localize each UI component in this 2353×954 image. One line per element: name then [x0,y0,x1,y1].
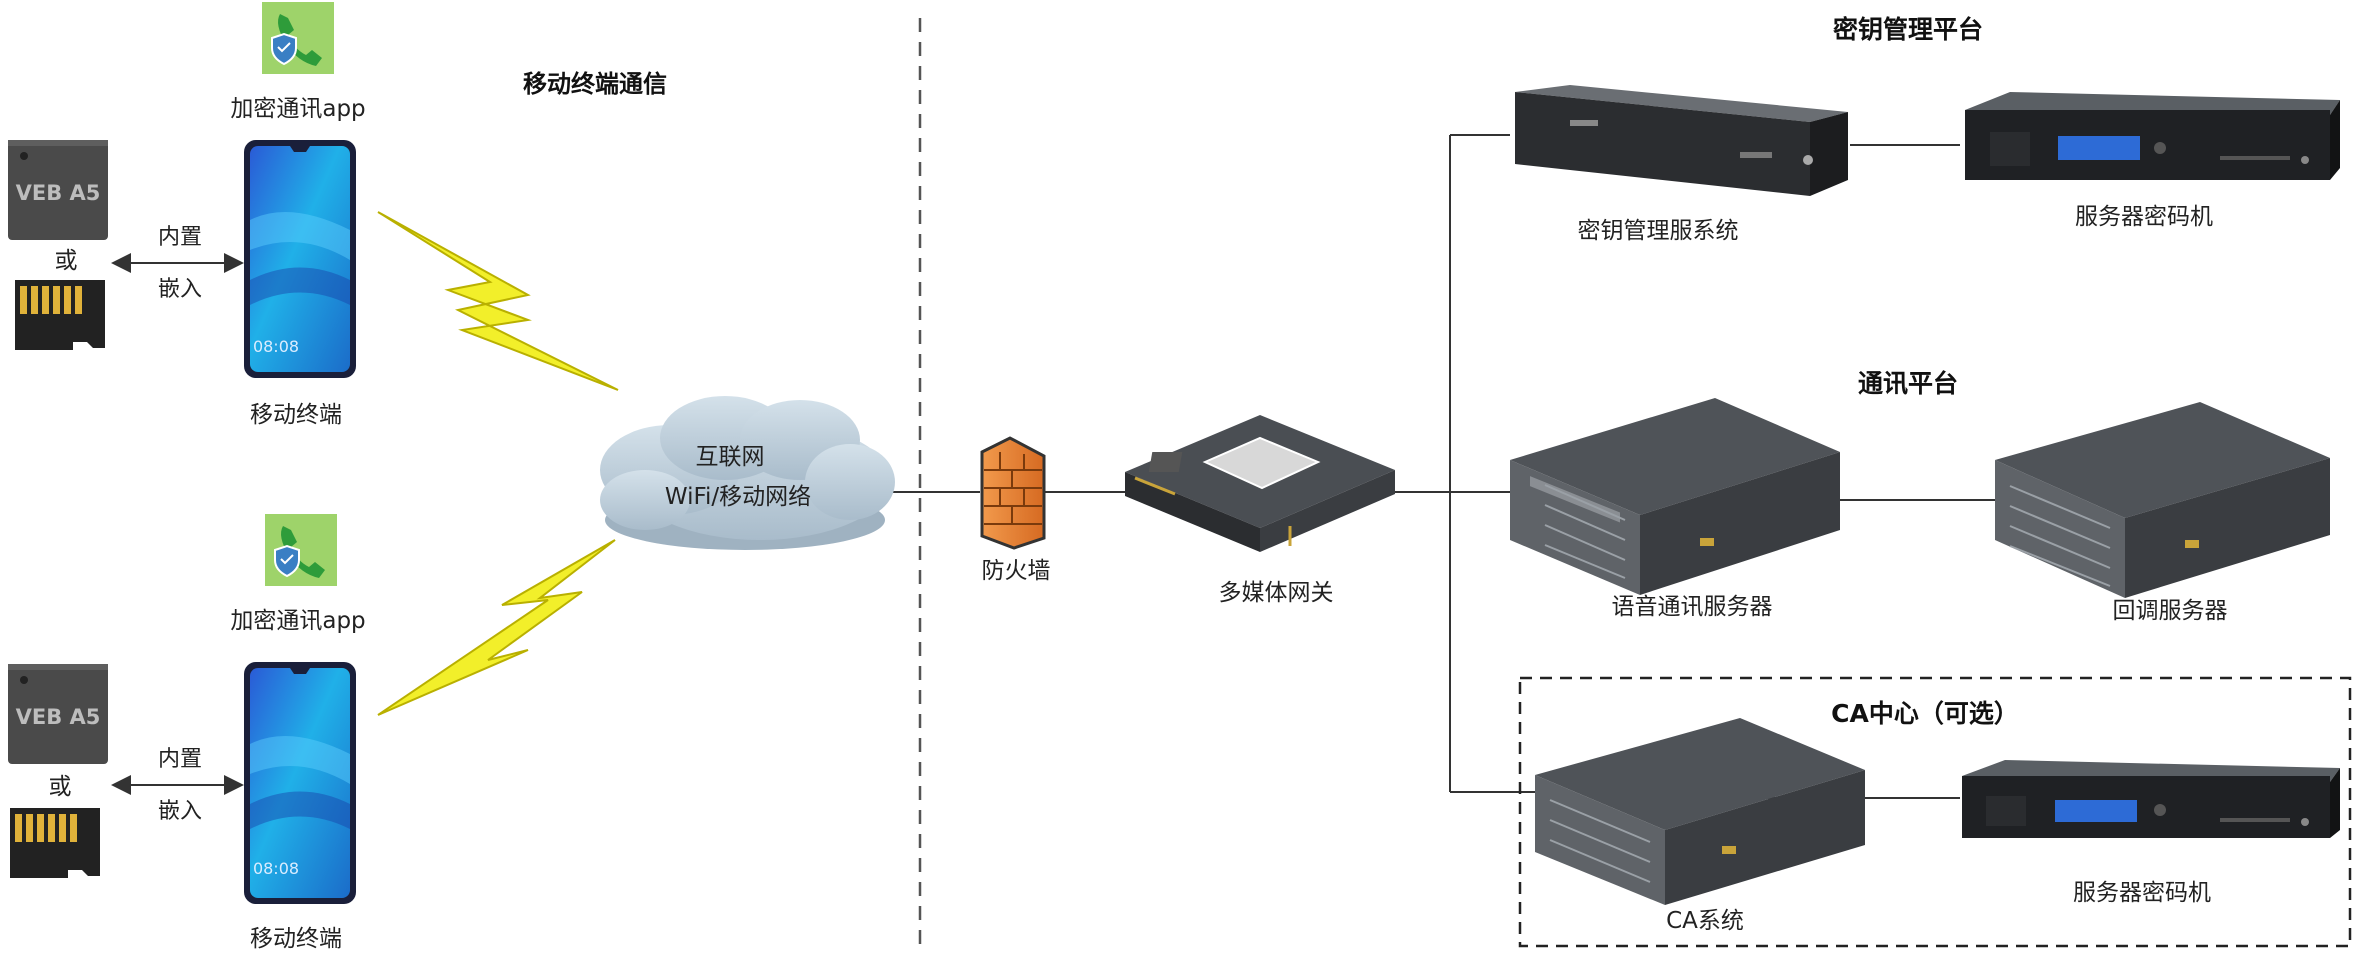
comm-platform-title: 通讯平台 [1858,369,1958,398]
or-label: 或 [55,248,78,274]
lightning-bolt-bottom [377,539,616,716]
voice-server-icon [1510,398,1840,595]
lightning-bolt-top [377,211,619,391]
phone-app-icon [265,514,337,586]
phone-app-icon [262,2,334,74]
key-mgmt-server-icon [1515,85,1848,196]
or-label: 或 [49,774,72,800]
callback-server-label: 回调服务器 [2113,598,2228,624]
connection-lines [890,134,1995,799]
firewall-icon [980,436,1046,550]
app-label: 加密通讯app [230,96,365,122]
crypto-machine-label-1: 服务器密码机 [2075,204,2213,230]
app-label: 加密通讯app [230,608,365,634]
key-mgmt-label: 密钥管理服系统 [1578,218,1739,244]
chip-icon [8,140,108,240]
terminal-label: 移动终端 [250,402,342,428]
sd-card-icon [15,280,105,350]
mobile-phone-icon [244,662,356,904]
cloud-line1: 互联网 [696,444,765,470]
ca-center-box [1518,676,2352,948]
voice-server-label: 语音通讯服务器 [1612,594,1773,620]
callback-server-icon [1995,402,2330,598]
chip-text: VEB A5 [16,181,101,205]
terminal-group-2: 加密通讯app VEB A5 或 内置 嵌入 08:08 移动 [8,514,366,952]
phone-time: 08:08 [253,337,299,356]
chip-icon [8,664,108,764]
embed-label: 嵌入 [158,277,202,302]
internet-cloud-icon [600,396,895,550]
ca-system-icon [1535,718,1865,905]
sd-card-icon [10,808,100,878]
ca-center-title: CA中心（可选） [1831,699,2019,728]
chip-text: VEB A5 [16,705,101,729]
mobile-comm-title: 移动终端通信 [523,70,667,98]
crypto-machine-icon-1 [1965,92,2340,180]
mobile-phone-icon [244,140,356,378]
crypto-machine-label-2: 服务器密码机 [2073,880,2211,906]
gateway-label: 多媒体网关 [1219,580,1334,606]
firewall-label: 防火墙 [982,558,1051,584]
builtin-label: 内置 [158,225,202,250]
key-platform-title: 密钥管理平台 [1833,15,1983,44]
embed-label: 嵌入 [158,799,202,824]
terminal-label: 移动终端 [250,926,342,952]
crypto-machine-icon-2 [1962,760,2340,838]
cloud-line2: WiFi/移动网络 [665,484,811,510]
multimedia-gateway-icon [1125,415,1395,552]
terminal-group-1: 加密通讯app VEB A5 或 内置 嵌入 [8,2,366,428]
phone-time: 08:08 [253,859,299,878]
ca-system-label: CA系统 [1666,908,1744,934]
builtin-label: 内置 [158,747,202,772]
